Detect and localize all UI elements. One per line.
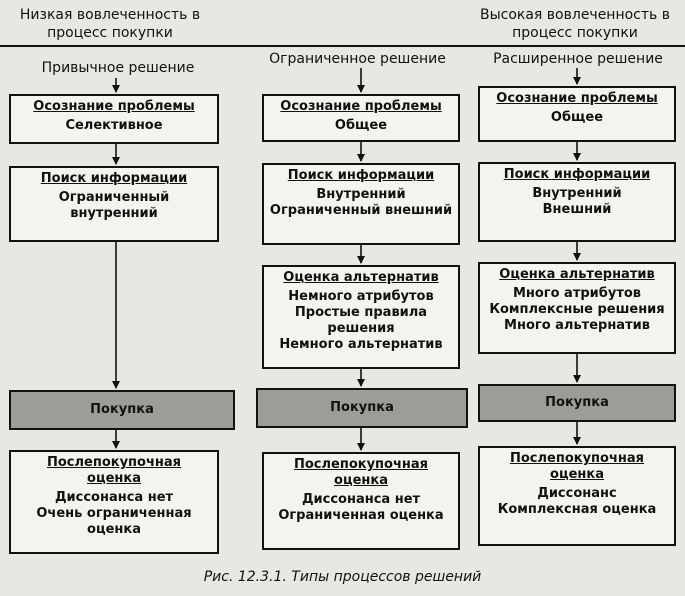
col2-evaluation-line2: Простые правила bbox=[294, 305, 428, 320]
col1-purchase-label: Покупка bbox=[90, 402, 154, 417]
col2-search-line1: Внутренний bbox=[316, 187, 406, 202]
header-low-involvement: Низкая вовлеченность в процесс покупки bbox=[10, 6, 210, 42]
col1-problem-line1: Селективное bbox=[65, 118, 163, 133]
col1-post-line1: Диссонанса нет bbox=[54, 490, 174, 505]
col2-search-line2: Ограниченный внешний bbox=[269, 203, 453, 218]
col3-problem-title: Осознание проблемы bbox=[496, 91, 658, 106]
header-high-line1: Высокая вовлеченность bbox=[479, 7, 658, 23]
col1-post-line2: Очень ограниченная bbox=[36, 506, 192, 521]
col2-search-box: Поиск информации Внутренний Ограниченный… bbox=[262, 163, 460, 245]
col2-evaluation-title: Оценка альтернатив bbox=[283, 270, 439, 285]
col1-post-title2: оценка bbox=[87, 471, 141, 486]
col2-problem-title: Осознание проблемы bbox=[280, 99, 442, 114]
header-divider bbox=[0, 45, 685, 47]
col1-search-title: Поиск информации bbox=[40, 171, 188, 186]
figure-caption: Рис. 12.3.1. Типы процессов решений bbox=[203, 569, 482, 585]
col1-problem-title: Осознание проблемы bbox=[33, 99, 195, 114]
col2-search-title: Поиск информации bbox=[287, 168, 435, 183]
col2-evaluation-line3: решения bbox=[327, 321, 395, 336]
col3-post-title1: Послепокупочная bbox=[509, 451, 644, 466]
col2-purchase-label: Покупка bbox=[330, 400, 394, 415]
col1-post-title1: Послепокупочная bbox=[46, 455, 181, 470]
col3-problem-box: Осознание проблемы Общее bbox=[478, 86, 676, 142]
header-low-line1: Низкая вовлеченность bbox=[19, 7, 188, 23]
col2-post-box: Послепокупочная оценка Диссонанса нет Ог… bbox=[262, 452, 460, 550]
col2-problem-box: Осознание проблемы Общее bbox=[262, 94, 460, 142]
col2-post-line1: Диссонанса нет bbox=[301, 492, 421, 507]
col2-evaluation-line1: Немного атрибутов bbox=[288, 289, 434, 304]
col3-search-title: Поиск информации bbox=[503, 167, 651, 182]
col3-purchase-label: Покупка bbox=[545, 395, 609, 410]
col1-search-line1: Ограниченный bbox=[58, 190, 170, 205]
col3-search-line2: Внешний bbox=[542, 202, 612, 217]
col2-evaluation-line4: Немного альтернатив bbox=[279, 337, 443, 352]
col2-problem-line1: Общее bbox=[334, 118, 388, 133]
col1-purchase-box: Покупка bbox=[9, 390, 235, 430]
col3-post-line2: Комплексная оценка bbox=[497, 502, 657, 517]
col3-evaluation-line2: Комплексные решения bbox=[489, 302, 665, 317]
col1-post-box: Послепокупочная оценка Диссонанса нет Оч… bbox=[9, 450, 219, 554]
col3-post-box: Послепокупочная оценка Диссонанс Комплек… bbox=[478, 446, 676, 546]
col3-purchase-box: Покупка bbox=[478, 384, 676, 422]
col1-search-box: Поиск информации Ограниченный внутренний bbox=[9, 166, 219, 242]
col1-post-line3: оценка bbox=[87, 522, 141, 537]
column-title-habitual: Привычное решение bbox=[41, 60, 195, 76]
col3-evaluation-line3: Много альтернатив bbox=[504, 318, 650, 333]
header-high-involvement: Высокая вовлеченность в процесс покупки bbox=[470, 6, 680, 42]
col3-search-line1: Внутренний bbox=[532, 186, 622, 201]
col3-post-title2: оценка bbox=[550, 467, 604, 482]
col2-post-line2: Ограниченная оценка bbox=[278, 508, 444, 523]
column-title-extended: Расширенное решение bbox=[493, 51, 663, 67]
col1-search-line2: внутренний bbox=[70, 206, 158, 221]
col3-search-box: Поиск информации Внутренний Внешний bbox=[478, 162, 676, 242]
col2-evaluation-box: Оценка альтернатив Немного атрибутов Про… bbox=[262, 265, 460, 369]
col3-evaluation-box: Оценка альтернатив Много атрибутов Компл… bbox=[478, 262, 676, 354]
col2-post-title2: оценка bbox=[334, 473, 388, 488]
col3-evaluation-line1: Много атрибутов bbox=[512, 286, 642, 301]
col2-post-title1: Послепокупочная bbox=[293, 457, 428, 472]
col3-evaluation-title: Оценка альтернатив bbox=[499, 267, 655, 282]
column-title-limited: Ограниченное решение bbox=[269, 51, 446, 67]
header-high-line2: в процесс покупки bbox=[512, 7, 671, 41]
col2-purchase-box: Покупка bbox=[256, 388, 468, 428]
col3-post-line1: Диссонанс bbox=[537, 486, 617, 501]
col3-problem-line1: Общее bbox=[550, 110, 604, 125]
header-low-line2: в процесс покупки bbox=[47, 7, 201, 41]
col1-problem-box: Осознание проблемы Селективное bbox=[9, 94, 219, 144]
